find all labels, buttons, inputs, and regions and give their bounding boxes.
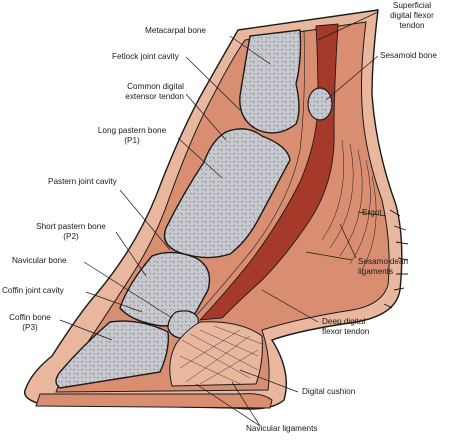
label-common-extensor-line2: extensor tendon — [125, 92, 184, 101]
label-short-pastern-bone: Short pastern bone (P2) — [26, 222, 116, 242]
label-coffin-bone-line2: (P3) — [22, 323, 38, 332]
label-navicular-bone: Navicular bone — [12, 256, 67, 265]
sesamoidean-ligament-lines — [321, 139, 377, 271]
label-superficial-line3: tendon — [399, 21, 425, 30]
label-long-pastern-line2: (P1) — [124, 136, 140, 145]
label-digital-cushion: Digital cushion — [302, 387, 356, 396]
label-pastern-joint-cavity: Pastern joint cavity — [48, 177, 117, 186]
coffin-bone — [55, 320, 170, 389]
label-metacarpal-bone: Metacarpal bone — [145, 26, 206, 35]
label-short-pastern-line2: (P2) — [63, 232, 79, 241]
label-sesamoidean-ligaments: Sesamoidean ligaments — [358, 257, 408, 277]
leader-lines — [59, 11, 387, 427]
ergot-hair — [383, 209, 409, 309]
label-superficial-digital-flexor-tendon: Superficial digital flexor tendon — [376, 1, 448, 31]
hoof-wall — [35, 393, 273, 409]
long-pastern-bone — [163, 128, 291, 259]
label-superficial-line1: Superficial — [392, 1, 432, 10]
label-navicular-ligaments: Navicular ligaments — [246, 424, 318, 433]
label-coffin-bone: Coffin bone (P3) — [2, 313, 58, 333]
cushion-fibers — [179, 325, 263, 385]
label-coffin-joint-cavity: Coffin joint cavity — [2, 286, 64, 295]
label-sesamoidean-line2: ligaments — [358, 267, 394, 276]
label-ergot: Ergot — [362, 208, 382, 217]
label-deep-digital-flexor-tendon: Deep digital flexor tendon — [322, 317, 369, 337]
label-coffin-bone-line1: Coffin bone — [9, 313, 51, 322]
label-short-pastern-line1: Short pastern bone — [36, 222, 106, 231]
label-common-extensor-line1: Common digital — [127, 82, 184, 91]
digital-cushion — [169, 321, 263, 387]
metacarpal-bone — [239, 29, 302, 134]
label-long-pastern-bone: Long pastern bone (P1) — [84, 126, 180, 146]
label-sesamoidean-line1: Sesamoidean — [358, 257, 409, 266]
label-fetlock-joint-cavity: Fetlock joint cavity — [112, 52, 179, 61]
label-deep-flexor-line2: flexor tendon — [322, 327, 370, 336]
flexor-tendons — [198, 23, 339, 321]
label-common-digital-extensor-tendon: Common digital extensor tendon — [96, 82, 184, 102]
label-long-pastern-line1: Long pastern bone — [97, 126, 167, 135]
sesamoid-bone — [307, 87, 333, 121]
label-deep-flexor-line1: Deep digital — [322, 317, 366, 326]
label-superficial-line2: digital flexor — [390, 11, 434, 20]
label-sesamoid-bone: Sesamoid bone — [380, 51, 437, 60]
